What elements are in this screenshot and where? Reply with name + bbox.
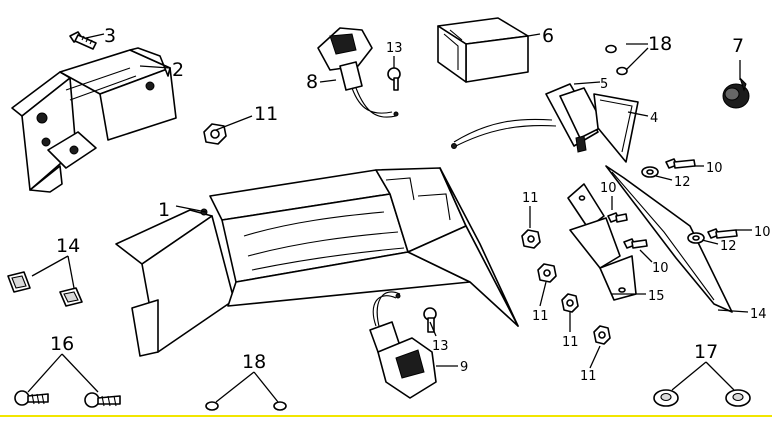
label-part-8: 8 [306, 71, 318, 93]
label-part-15: 15 [648, 289, 665, 304]
label-part-14: 14 [56, 235, 80, 257]
label-part-14: 14 [750, 307, 767, 322]
part-12-washers [641, 166, 705, 244]
label-part-11: 11 [254, 103, 278, 125]
label-part-16: 16 [50, 333, 74, 355]
label-part-3: 3 [104, 25, 116, 47]
label-part-9: 9 [460, 360, 468, 375]
label-part-11: 11 [522, 191, 539, 206]
part-9-turn-signal [369, 291, 437, 399]
label-part-10: 10 [600, 181, 617, 196]
label-part-10: 10 [754, 225, 771, 240]
part-2-bracket [11, 47, 177, 193]
part-18-nuts-top [605, 44, 628, 76]
part-14-license-plate-bracket [605, 165, 733, 313]
label-part-13: 13 [432, 339, 449, 354]
label-part-11: 11 [580, 369, 597, 384]
label-part-18: 18 [648, 33, 672, 55]
label-part-18: 18 [242, 351, 266, 373]
part-13-screw-bottom [423, 307, 437, 333]
label-part-10: 10 [652, 261, 669, 276]
label-part-1: 1 [158, 199, 170, 221]
part-3-bolt [69, 31, 97, 50]
bottom-rule [0, 415, 772, 417]
part-4-lens [593, 93, 639, 163]
label-part-12: 12 [674, 175, 691, 190]
part-11-nut-top [203, 123, 227, 145]
label-part-4: 4 [650, 111, 658, 126]
part-15-bracket [567, 183, 637, 301]
label-part-7: 7 [732, 35, 744, 57]
part-10-bolts [607, 158, 738, 249]
part-13-screw-top [387, 67, 401, 91]
part-17-grommets [653, 389, 751, 407]
label-part-11: 11 [532, 309, 549, 324]
label-part-6: 6 [542, 25, 554, 47]
part-7-grommet [722, 77, 750, 109]
part-14-clip-nuts [7, 271, 83, 307]
leader-lines [27, 33, 752, 403]
label-part-11: 11 [562, 335, 579, 350]
label-part-13: 13 [386, 41, 403, 56]
part-1-rear-fender [115, 167, 519, 357]
part-11-nuts-right [521, 229, 611, 345]
label-part-5: 5 [600, 77, 608, 92]
label-part-2: 2 [172, 59, 184, 81]
label-part-17: 17 [694, 341, 718, 363]
label-part-10: 10 [706, 161, 723, 176]
label-part-12: 12 [720, 239, 737, 254]
callout-labels: 3 2 11 1 8 13 6 18 7 5 4 10 12 10 10 10 … [50, 25, 771, 384]
part-8-turn-signal [317, 27, 399, 118]
part-16-screws [14, 390, 121, 408]
part-5-license-lamp [451, 83, 605, 153]
part-18-nuts-bottom [205, 401, 287, 411]
part-6-relay-box [437, 17, 529, 83]
